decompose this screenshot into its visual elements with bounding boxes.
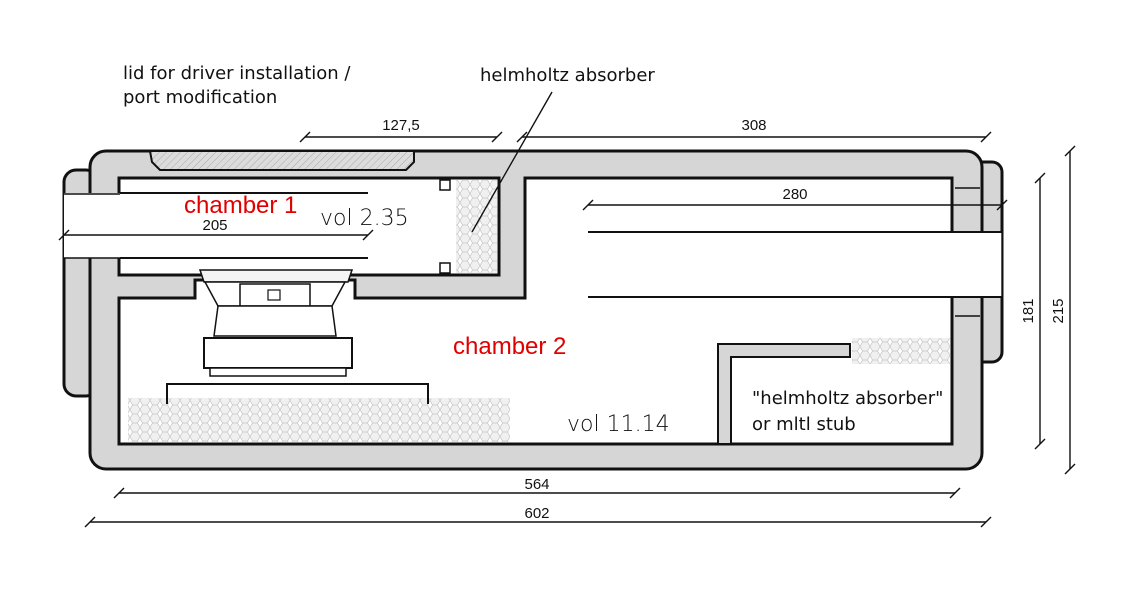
stub-absorber — [852, 338, 950, 364]
dim-inner-height-label: 181 — [1020, 298, 1037, 323]
dim-port-2-label: 280 — [782, 186, 807, 203]
stub-wall — [717, 343, 851, 445]
dim-outer-height — [1064, 145, 1076, 475]
port-1-tube — [64, 193, 368, 258]
chamber-2-volume: vol 11.14 — [567, 412, 670, 437]
dim-top-right-label: 308 — [741, 117, 766, 134]
port-2-tube — [588, 232, 1002, 297]
driver — [198, 269, 354, 377]
lid-note-line-1: lid for driver installation / — [123, 63, 351, 84]
dim-outer-length-label: 602 — [524, 505, 549, 522]
dim-inner-length — [113, 487, 961, 499]
dim-port-2 — [582, 199, 1008, 211]
dim-port-1 — [58, 229, 374, 241]
lid-note-line-2: port modification — [123, 87, 277, 108]
dim-port-1-label: 205 — [202, 217, 227, 234]
chamber-2-absorber — [128, 398, 510, 442]
chamber-1-absorber — [456, 180, 497, 273]
dim-lid — [299, 131, 503, 143]
dim-inner-height — [1034, 172, 1046, 450]
helmholtz-leader — [471, 91, 553, 233]
absorber-bracket — [166, 383, 429, 404]
dim-outer-height-label: 215 — [1050, 298, 1067, 323]
stub-note-line-1: "helmholtz absorber" — [752, 388, 943, 409]
lid — [148, 150, 415, 171]
stub-note-line-2: or mltl stub — [752, 414, 856, 435]
dim-inner-length-label: 564 — [524, 476, 549, 493]
dim-outer-length — [84, 516, 992, 528]
chamber-2-label: chamber 2 — [453, 333, 566, 360]
dim-top-right — [516, 131, 992, 143]
chamber-1-volume: vol 2.35 — [320, 206, 409, 231]
absorber-mark-bottom — [439, 262, 451, 274]
chamber-1-label: chamber 1 — [184, 192, 297, 219]
dim-lid-label: 127,5 — [382, 117, 420, 134]
helmholtz-note: helmholtz absorber — [480, 65, 655, 86]
absorber-mark-top — [439, 179, 451, 191]
